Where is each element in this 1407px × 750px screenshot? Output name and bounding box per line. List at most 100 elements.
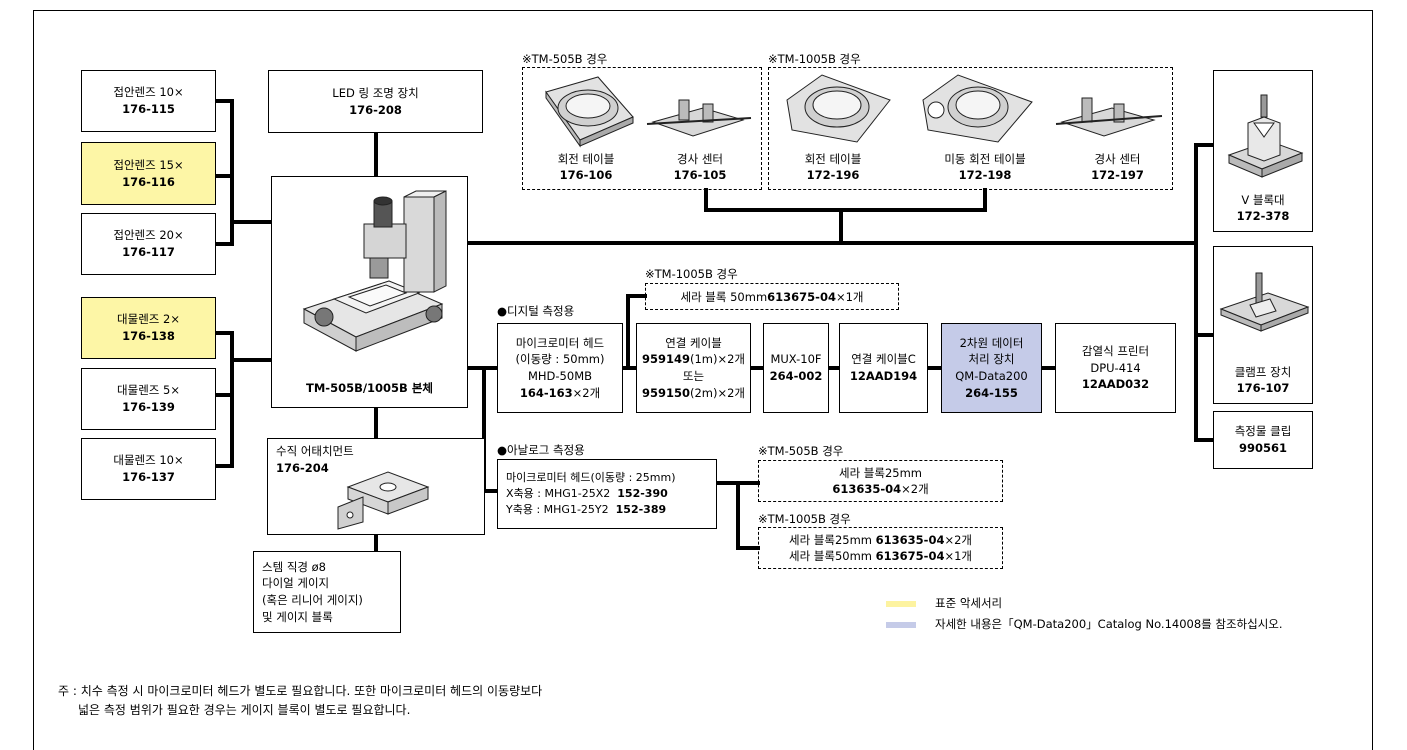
objective-2x-name: 대물렌즈 2×: [117, 312, 180, 327]
eyepiece-10x-box: 접안렌즈 10× 176-115: [81, 70, 216, 132]
v-block-code: 172-378: [1236, 209, 1290, 224]
vertical-attachment-name: 수직 어태치먼트: [276, 444, 354, 458]
clamp-box: 클램프 장치 176-107: [1213, 246, 1313, 404]
digital-note-code: 613675-04: [767, 289, 836, 304]
clip-name: 측정물 클립: [1234, 424, 1292, 439]
digital-cable-box: 연결 케이블 959149(1m)×2개 또는 959150(2m)×2개: [636, 323, 751, 413]
analog-head-box: 마이크로미터 헤드(이동량 : 25mm) X축용 : MHG1-25X2 15…: [497, 459, 717, 529]
tilt-center-505-label: 경사 센터 176-105: [650, 152, 750, 183]
stem-gauge-line4: 및 게이지 블록: [262, 609, 333, 624]
group-505-title: ※TM-505B 경우: [522, 52, 608, 66]
v-block-name: V 블록대: [1241, 192, 1285, 207]
cable-c-code: 12AAD194: [849, 369, 918, 383]
objective-2x-box: 대물렌즈 2× 176-138: [81, 297, 216, 359]
tilt-center-1005-illustration: [1055, 97, 1163, 137]
digital-head-l3: MHD-50MB: [527, 369, 593, 383]
objective-10x-box: 대물렌즈 10× 176-137: [81, 438, 216, 500]
qm-data-box: 2차원 데이터 처리 장치 QM-Data200 264-155: [941, 323, 1042, 413]
tilt-center-1005-name: 경사 센터: [1094, 152, 1141, 166]
rotary-table-505-name: 회전 테이블: [557, 152, 615, 166]
analog-1005-l1: 세라 블록25mm: [788, 532, 876, 547]
digital-head-qty: ×2개: [572, 385, 601, 400]
legend-standard: 표준 악세서리: [935, 596, 1003, 610]
fine-rotary-table-name: 미동 회전 테이블: [944, 152, 1026, 166]
diagram-frame: [33, 10, 1373, 750]
printer-l2: DPU-414: [1090, 360, 1141, 375]
group-1005-box: [768, 67, 1173, 190]
fine-rotary-table-code: 172-198: [958, 167, 1012, 182]
digital-note-box: 세라 블록 50mm 613675-04 ×1개: [645, 283, 899, 310]
objective-10x-name: 대물렌즈 10×: [113, 453, 184, 468]
led-ring-box: LED 링 조명 장치 176-208: [268, 70, 483, 133]
objective-5x-box: 대물렌즈 5× 176-139: [81, 368, 216, 430]
eyepiece-20x-name: 접안렌즈 20×: [113, 228, 184, 243]
digital-head-code: 164-163: [519, 385, 573, 400]
stem-gauge-box: 스템 직경 ø8 다이얼 게이지 (혹은 리니어 게이지) 및 게이지 블록: [253, 551, 401, 633]
v-block-illustration: [1227, 94, 1304, 178]
analog-1005-code1: 613635-04: [875, 532, 945, 547]
printer-code: 12AAD032: [1081, 377, 1150, 392]
led-ring-name: LED 링 조명 장치: [332, 85, 419, 100]
digital-cable-q2: (2m)×2개: [689, 385, 746, 400]
rotary-table-1005-label: 회전 테이블 172-196: [778, 152, 888, 183]
analog-505-box: 세라 블록25mm 613635-04×2개: [758, 460, 1003, 502]
tilt-center-505-illustration: [646, 99, 752, 137]
rotary-table-1005-code: 172-196: [806, 167, 860, 182]
analog-1005-qty1: ×2개: [944, 532, 972, 547]
digital-cable-c1: 959149: [641, 352, 690, 367]
stem-gauge-line2: 다이얼 게이지: [262, 576, 330, 591]
digital-cable-c2: 959150: [641, 385, 690, 400]
mux-code: 264-002: [769, 369, 823, 383]
objective-5x-code: 176-139: [122, 400, 175, 414]
group-1005-title: ※TM-1005B 경우: [768, 52, 861, 66]
analog-1005-code2: 613675-04: [875, 549, 945, 563]
objective-2x-code: 176-138: [122, 329, 175, 343]
digital-note-text: 세라 블록 50mm: [680, 289, 768, 304]
tilt-center-505-code: 176-105: [673, 167, 727, 182]
analog-1005-box: 세라 블록25mm 613635-04×2개 세라 블록50mm 613675-…: [758, 527, 1003, 569]
digital-head-box: 마이크로미터 헤드 (이동량 : 50mm) MHD-50MB 164-163×…: [497, 323, 623, 413]
printer-l1: 감열식 프린터: [1081, 343, 1150, 358]
analog-1005-l2: 세라 블록50mm: [788, 549, 876, 563]
stem-gauge-line3: (혹은 리니어 게이지): [262, 593, 363, 607]
vertical-attachment-code: 176-204: [276, 460, 329, 475]
digital-cable-or: 또는: [682, 369, 705, 383]
group-505-box: [522, 67, 762, 190]
eyepiece-15x-code: 176-116: [122, 174, 175, 189]
rotary-table-1005-illustration: [786, 74, 891, 143]
main-body-name: TM-505B/1005B 본체: [306, 381, 433, 396]
rotary-table-505-code: 176-106: [559, 167, 613, 182]
footnote-line1: 주 : 치수 측정 시 마이크로미터 헤드가 별도로 필요합니다. 또한 마이크…: [58, 684, 543, 698]
mux-name: MUX-10F: [770, 352, 822, 367]
stem-gauge-line1: 스템 직경 ø8: [262, 559, 326, 574]
eyepiece-10x-code: 176-115: [122, 102, 175, 116]
eyepiece-15x-name: 접안렌즈 15×: [113, 157, 184, 172]
vertical-attachment-box: 수직 어태치먼트 176-204: [267, 438, 485, 535]
clamp-illustration: [1219, 272, 1310, 332]
analog-505-qty: ×2개: [901, 482, 929, 496]
legend-blue-swatch: [886, 622, 916, 628]
analog-head-y-code: 152-389: [615, 502, 667, 516]
led-ring-code: 176-208: [349, 102, 402, 117]
analog-505-title: ※TM-505B 경우: [758, 444, 844, 458]
objective-10x-code: 176-137: [122, 470, 175, 484]
legend-detail: 자세한 내용은「QM-Data200」Catalog No.14008를 참조하…: [935, 617, 1283, 631]
footnote-line2: 넓은 측정 범위가 필요한 경우는 게이지 블록이 별도로 필요합니다.: [78, 703, 411, 717]
rotary-table-505-illustration: [545, 76, 634, 148]
rotary-table-1005-name: 회전 테이블: [804, 152, 862, 166]
mux-box: MUX-10F 264-002: [763, 323, 829, 413]
analog-1005-qty2: ×1개: [944, 549, 972, 563]
analog-head-y-label: Y축용 : MHG1-25Y2: [506, 502, 609, 516]
clamp-code: 176-107: [1236, 381, 1290, 396]
digital-cable-l1: 연결 케이블: [665, 335, 722, 350]
eyepiece-20x-box: 접안렌즈 20× 176-117: [81, 213, 216, 275]
qm-data-code: 264-155: [965, 385, 1018, 400]
qm-data-l2: 처리 장치: [968, 352, 1015, 367]
digital-head-l2: (이동량 : 50mm): [515, 352, 605, 367]
printer-box: 감열식 프린터 DPU-414 12AAD032: [1055, 323, 1176, 413]
analog-505-code: 613635-04: [832, 482, 902, 496]
legend-yellow-swatch: [886, 601, 916, 607]
microscope-illustration: [302, 190, 447, 352]
tilt-center-1005-label: 경사 센터 172-197: [1070, 152, 1165, 183]
